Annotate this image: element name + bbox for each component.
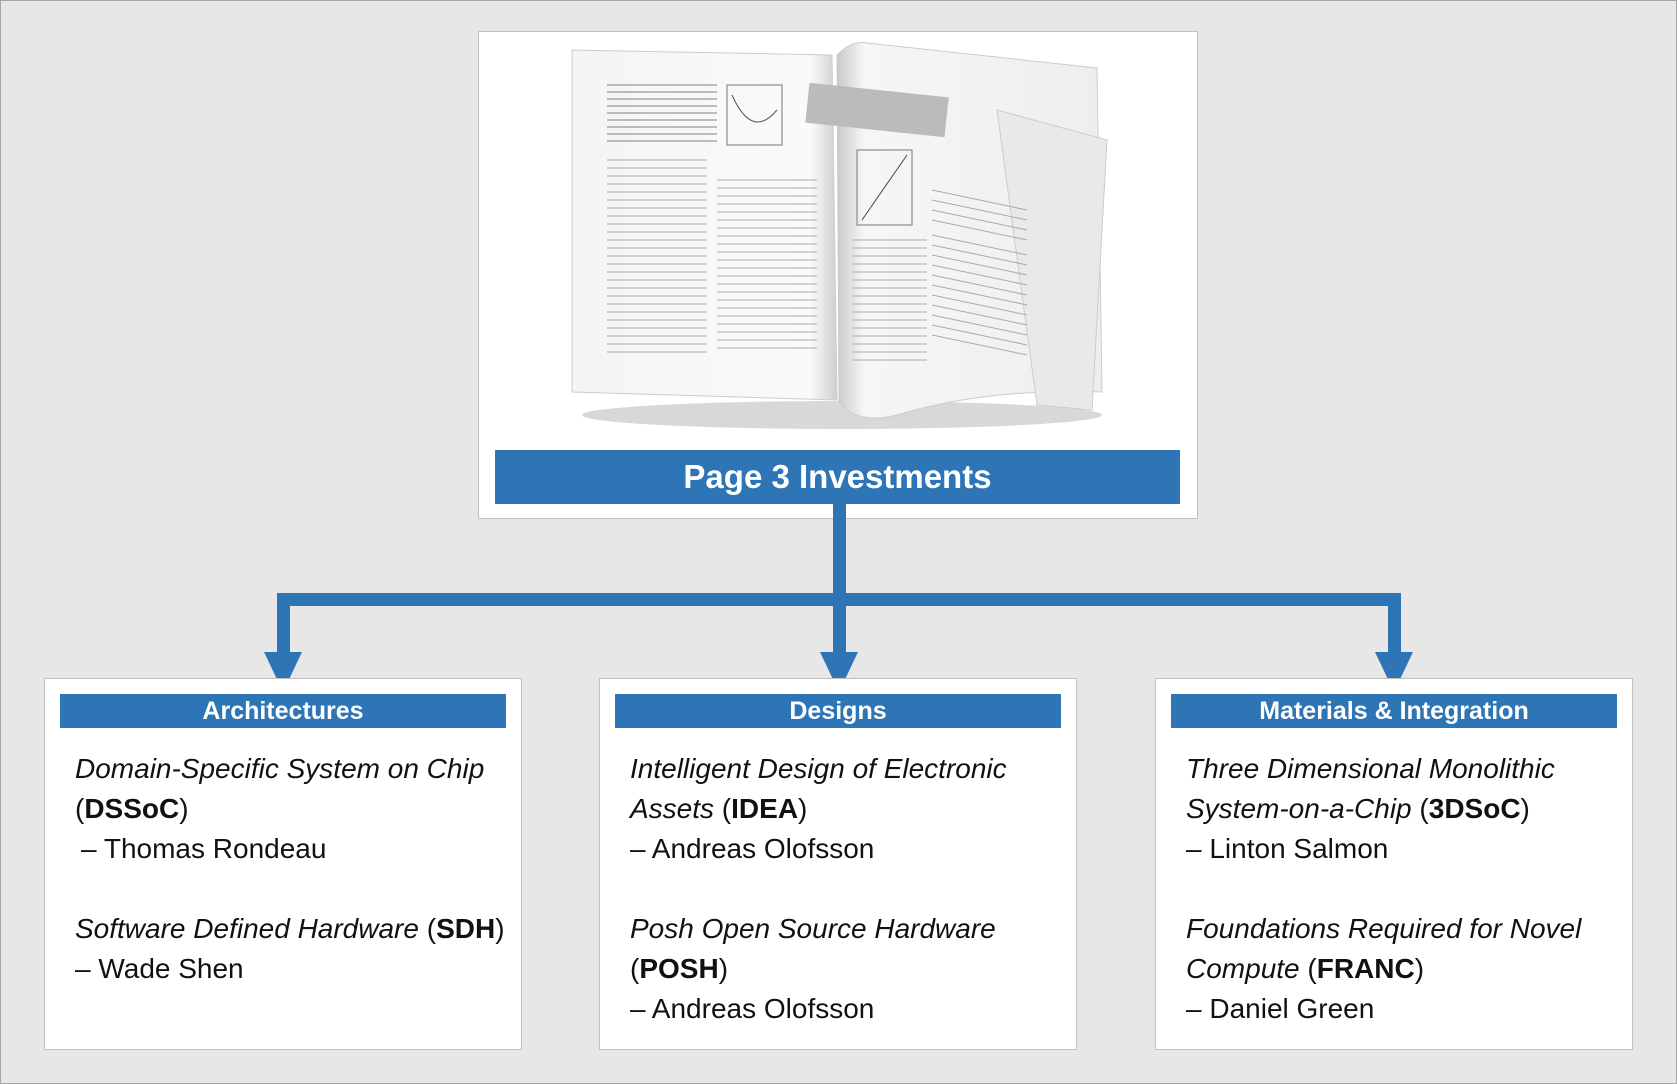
program-manager: – Thomas Rondeau xyxy=(81,833,327,864)
program-name: Three Dimensional Monolithic System-on-a… xyxy=(1186,753,1555,824)
program-entry: Three Dimensional Monolithic System-on-a… xyxy=(1186,753,1555,864)
program-name: Domain-Specific System on Chip xyxy=(75,753,485,784)
program-entry: Intelligent Design of Electronic Assets … xyxy=(630,753,1007,864)
program-entry: Software Defined Hardware (SDH)– Wade Sh… xyxy=(75,913,505,984)
program-entry: Posh Open Source Hardware (POSH)– Andrea… xyxy=(630,913,996,1024)
program-name: Intelligent Design of Electronic Assets xyxy=(630,753,1007,824)
program-manager: – Linton Salmon xyxy=(1186,833,1389,864)
category-header: Architectures xyxy=(60,694,506,728)
program-manager: – Wade Shen xyxy=(75,953,244,984)
program-manager: – Daniel Green xyxy=(1186,993,1375,1024)
category-card-designs: Designs Intelligent Design of Electronic… xyxy=(599,678,1077,1050)
program-name: Posh Open Source Hardware xyxy=(630,913,996,944)
program-abbr: FRANC xyxy=(1316,953,1415,984)
program-abbr: POSH xyxy=(639,953,719,984)
category-card-materials-integration: Materials & Integration Three Dimensiona… xyxy=(1155,678,1633,1050)
program-name: Software Defined Hardware xyxy=(75,913,419,944)
connector-left xyxy=(277,593,290,653)
open-book-image xyxy=(571,42,1108,429)
program-manager: – Andreas Olofsson xyxy=(630,993,875,1024)
program-entry: Foundations Required for Novel Compute (… xyxy=(1186,913,1582,1024)
program-abbr: IDEA xyxy=(731,793,799,824)
program-entry: Domain-Specific System on Chip (DSSoC)– … xyxy=(75,753,485,864)
connector-trunk xyxy=(833,504,846,600)
connector-right xyxy=(1388,593,1401,653)
connector-center xyxy=(833,593,846,653)
category-header: Materials & Integration xyxy=(1171,694,1617,728)
program-name: Foundations Required for Novel Compute xyxy=(1186,913,1582,984)
program-abbr: SDH xyxy=(436,913,496,944)
category-card-architectures: Architectures Domain-Specific System on … xyxy=(44,678,522,1050)
program-abbr: 3DSoC xyxy=(1428,793,1521,824)
page-title: Page 3 Investments xyxy=(495,450,1180,504)
program-manager: – Andreas Olofsson xyxy=(630,833,875,864)
category-header: Designs xyxy=(615,694,1061,728)
program-abbr: DSSoC xyxy=(84,793,180,824)
